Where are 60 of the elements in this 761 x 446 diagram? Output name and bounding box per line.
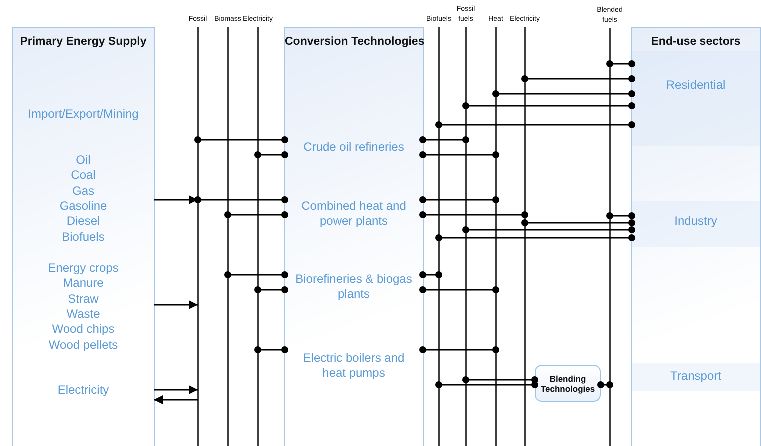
connector xyxy=(606,212,636,220)
connector xyxy=(420,152,500,158)
connector xyxy=(492,90,636,98)
panel xyxy=(631,27,761,446)
connector xyxy=(462,376,538,384)
connector xyxy=(462,226,636,234)
connector xyxy=(462,102,636,110)
connector xyxy=(254,286,288,294)
source-label: Gas xyxy=(72,184,94,199)
sector-label: Residential xyxy=(666,78,726,94)
technology-label: Crude oil refineries xyxy=(304,140,404,156)
source-label: Waste xyxy=(66,307,100,322)
connector xyxy=(598,382,614,388)
source-label: Wood chips xyxy=(52,322,115,338)
source-label: Gasoline xyxy=(60,199,108,214)
source-label: Biofuels xyxy=(62,230,105,245)
connector xyxy=(420,346,500,354)
connector xyxy=(420,196,500,204)
connector xyxy=(420,212,528,218)
source-label: Oil xyxy=(76,153,91,168)
panel-heading: End-use sectors xyxy=(651,36,741,48)
arrow xyxy=(154,396,198,404)
connector xyxy=(522,220,636,226)
connector xyxy=(224,212,288,218)
connector xyxy=(436,382,538,388)
panel xyxy=(12,27,155,446)
sector-label: Industry xyxy=(674,214,718,230)
connector xyxy=(420,286,500,294)
sector-band xyxy=(632,51,760,146)
sector-band xyxy=(632,201,760,247)
source-label: Electricity xyxy=(58,383,110,399)
connector xyxy=(436,122,636,128)
panel xyxy=(284,27,424,446)
arrow xyxy=(154,300,198,310)
sector-label: Transport xyxy=(670,369,722,385)
process-box: Blending Technologies xyxy=(535,365,601,402)
connector xyxy=(194,136,288,144)
arrow xyxy=(154,386,198,394)
panel-heading: Conversion Technologies xyxy=(285,36,425,48)
source-label: Straw xyxy=(68,292,99,307)
sector-band xyxy=(632,363,760,391)
source-label: Diesel xyxy=(66,214,100,230)
technology-label: Electric boilers and heat pumps xyxy=(302,350,406,382)
connector xyxy=(254,346,288,354)
connector xyxy=(194,196,288,204)
source-label: Manure xyxy=(63,276,104,292)
connector xyxy=(606,60,636,68)
connector xyxy=(224,272,288,278)
connector xyxy=(254,152,288,158)
connector xyxy=(522,76,636,82)
connector xyxy=(420,136,470,144)
panel-heading: Primary Energy Supply xyxy=(20,36,147,48)
source-label: Import/Export/Mining xyxy=(28,107,139,123)
technology-label: Combined heat and power plants xyxy=(300,198,408,230)
source-label: Energy crops xyxy=(48,261,119,276)
connector xyxy=(420,272,442,278)
source-label: Wood pellets xyxy=(48,338,118,353)
technology-label: Biorefineries & biogas plants xyxy=(294,272,414,302)
connector xyxy=(436,234,636,242)
source-label: Coal xyxy=(71,168,96,184)
